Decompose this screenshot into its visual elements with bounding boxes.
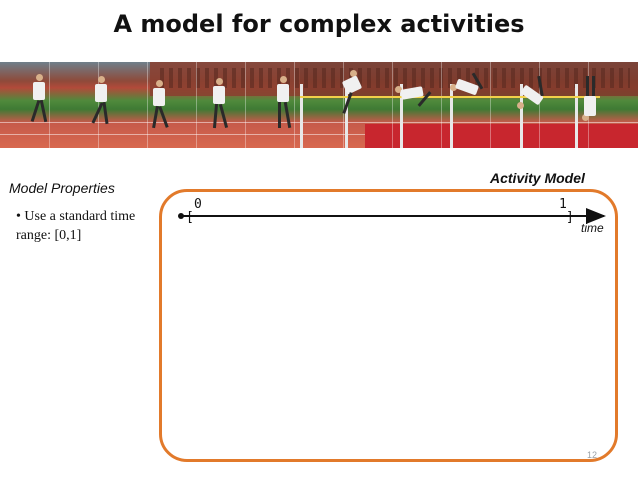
frame-divider bbox=[196, 62, 197, 148]
bar-stand bbox=[300, 84, 303, 148]
frame-divider bbox=[147, 62, 148, 148]
frame-divider bbox=[441, 62, 442, 148]
high-jump-filmstrip bbox=[0, 62, 638, 148]
track-lane bbox=[0, 134, 638, 135]
bar-stand bbox=[575, 84, 578, 148]
range-open-bracket: [ bbox=[186, 210, 194, 225]
frame-divider bbox=[245, 62, 246, 148]
time-axis-label: time bbox=[581, 221, 604, 235]
time-range-bullet: • Use a standard time range: [0,1] bbox=[16, 209, 136, 243]
building-windows bbox=[160, 68, 630, 88]
frame-divider bbox=[539, 62, 540, 148]
bar-stand bbox=[400, 84, 403, 148]
frame-divider bbox=[392, 62, 393, 148]
model-properties-heading: Model Properties bbox=[9, 180, 115, 196]
bar-stand bbox=[450, 84, 453, 148]
frame-divider bbox=[49, 62, 50, 148]
slide-title: A model for complex activities bbox=[113, 10, 525, 38]
activity-model-heading: Activity Model bbox=[490, 170, 585, 186]
crossbar bbox=[300, 96, 600, 98]
bar-stand bbox=[345, 84, 348, 148]
bar-stand bbox=[520, 84, 523, 148]
frame-divider bbox=[294, 62, 295, 148]
range-start-label: 0 bbox=[194, 197, 202, 212]
frame-divider bbox=[343, 62, 344, 148]
landing-mat bbox=[365, 124, 638, 148]
range-close-bracket: ] bbox=[566, 210, 574, 225]
activity-model-box bbox=[159, 189, 618, 462]
range-end-label: 1 bbox=[559, 197, 567, 212]
page-number: 12 bbox=[587, 450, 598, 460]
track-lane bbox=[0, 122, 638, 123]
frame-divider bbox=[490, 62, 491, 148]
